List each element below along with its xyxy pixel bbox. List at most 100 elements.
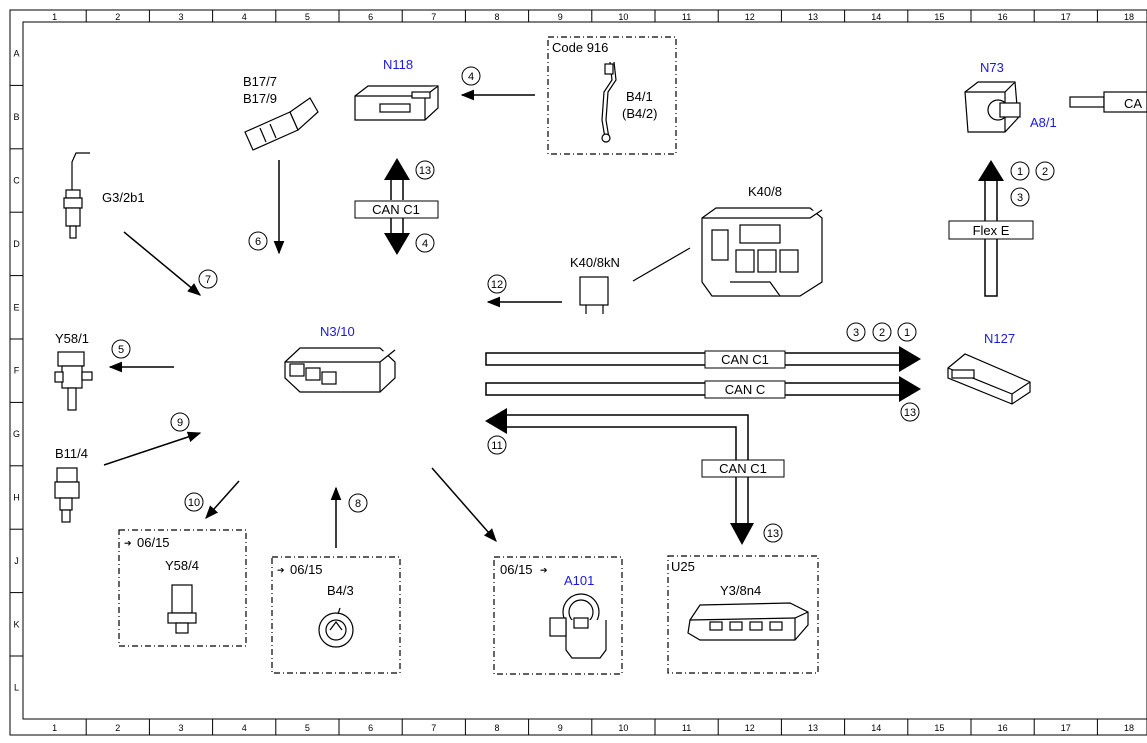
n310-engine-ecu-icon: [284, 347, 396, 393]
column-number: 8: [494, 12, 499, 22]
column-number: 11: [682, 723, 691, 733]
callout-10: 10: [184, 492, 204, 512]
can-c-label: CAN C: [725, 382, 765, 397]
svg-text:13: 13: [767, 528, 779, 540]
column-number: 16: [998, 12, 1008, 22]
arrow-g32b1-to-n310: [123, 231, 202, 296]
b17-9-label: B17/9: [243, 91, 277, 106]
column-number: 4: [242, 723, 247, 733]
arrow-b114-to-n310: [103, 431, 202, 466]
svg-text:4: 4: [468, 71, 474, 83]
column-number: 9: [558, 12, 563, 22]
callout-13-top: 13: [415, 160, 435, 180]
column-number: 5: [305, 12, 310, 22]
row-letter: G: [13, 429, 20, 439]
column-number: 2: [115, 12, 120, 22]
column-number: 1: [52, 723, 57, 733]
svg-text:3: 3: [853, 327, 859, 339]
can-c1-top-box: [354, 200, 439, 219]
row-letter: B: [13, 112, 19, 122]
y584-label: Y58/4: [165, 558, 199, 573]
column-number: 10: [618, 12, 628, 22]
svg-text:5: 5: [118, 344, 124, 356]
callout-9: 9: [170, 412, 190, 432]
n73-label: N73: [980, 60, 1004, 75]
callout-5: 5: [111, 339, 131, 359]
y38n4-label: Y3/8n4: [720, 583, 761, 598]
y584-date-arrow: ➔: [124, 538, 132, 548]
b17-sensor-icon: [244, 97, 319, 151]
column-number: 2: [115, 723, 120, 733]
svg-text:4: 4: [422, 238, 428, 250]
column-number: 6: [368, 723, 373, 733]
arrow-n310-to-a101: [431, 467, 497, 543]
a101-module-icon: [549, 593, 607, 659]
column-number: 4: [242, 12, 247, 22]
n127-powertrain-module-icon: [947, 353, 1031, 405]
k408-fuse-box-icon: [701, 207, 823, 297]
svg-text:1: 1: [1017, 166, 1023, 178]
b43-dashed-box: [271, 556, 401, 674]
y581-valve-icon: [54, 351, 93, 411]
callout-1-n73: 1: [1010, 161, 1030, 181]
row-letter: C: [13, 176, 20, 186]
column-number: 10: [618, 723, 628, 733]
arrow-n310-to-y584: [205, 480, 240, 520]
row-letter: J: [14, 556, 19, 566]
column-number: 3: [178, 12, 183, 22]
row-letter: D: [13, 239, 20, 249]
key-icon: [1069, 91, 1147, 113]
n310-label: N3/10: [320, 324, 355, 339]
sheet-frame: [9, 9, 1147, 736]
n127-label: N127: [984, 331, 1015, 346]
a101-dashed-box: [493, 556, 623, 675]
svg-text:12: 12: [491, 279, 503, 291]
callout-3-n73: 3: [1010, 187, 1030, 207]
callout-7: 7: [198, 269, 218, 289]
y584-date: 06/15: [137, 535, 170, 550]
k408-label: K40/8: [748, 184, 782, 199]
can-c-box: [704, 380, 786, 399]
column-number: 1: [52, 12, 57, 22]
svg-text:8: 8: [355, 498, 361, 510]
b43-date: 06/15: [290, 562, 323, 577]
b41-level-sensor-icon: [601, 61, 617, 143]
column-number: 7: [431, 723, 436, 733]
y38n4-valve-body-icon: [687, 602, 809, 641]
svg-text:7: 7: [205, 274, 211, 286]
ca-partial-label: CA: [1124, 96, 1142, 111]
callout-2-n73: 2: [1035, 161, 1055, 181]
callout-13-h: 13: [763, 523, 783, 543]
column-number: 7: [431, 12, 436, 22]
can-c1-h-box: [701, 459, 785, 478]
g32b1-label: G3/2b1: [102, 190, 145, 205]
callout-4-top: 4: [461, 66, 481, 86]
y584-dashed-box: [118, 529, 247, 647]
drawing-frame: [22, 21, 1147, 720]
u25-dashed-box: [667, 555, 819, 674]
svg-text:11: 11: [491, 440, 502, 452]
column-number: 15: [934, 12, 944, 22]
callout-11: 11: [487, 435, 507, 455]
callout-4-mid: 4: [415, 233, 435, 253]
y581-label: Y58/1: [55, 331, 89, 346]
can-c1-horizontal-arrow: [485, 346, 921, 372]
a81-label: A8/1: [1030, 115, 1057, 130]
b114-temp-sensor-icon: [54, 467, 80, 523]
column-number: 17: [1061, 12, 1071, 22]
svg-text:2: 2: [879, 327, 885, 339]
svg-text:2: 2: [1042, 166, 1048, 178]
g32b1-oxygen-sensor-icon: [63, 152, 90, 239]
code916-label: Code 916: [552, 40, 608, 55]
callout-8: 8: [348, 493, 368, 513]
svg-text:13: 13: [904, 407, 916, 419]
column-number: 14: [871, 723, 881, 733]
can-c1-bidirectional-arrow: [384, 158, 410, 255]
row-letter: K: [13, 619, 19, 629]
flex-e-label: Flex E: [973, 223, 1010, 238]
n118-label: N118: [383, 57, 413, 72]
column-number: 3: [178, 723, 183, 733]
a101-date-arrow: ➔: [540, 565, 548, 575]
